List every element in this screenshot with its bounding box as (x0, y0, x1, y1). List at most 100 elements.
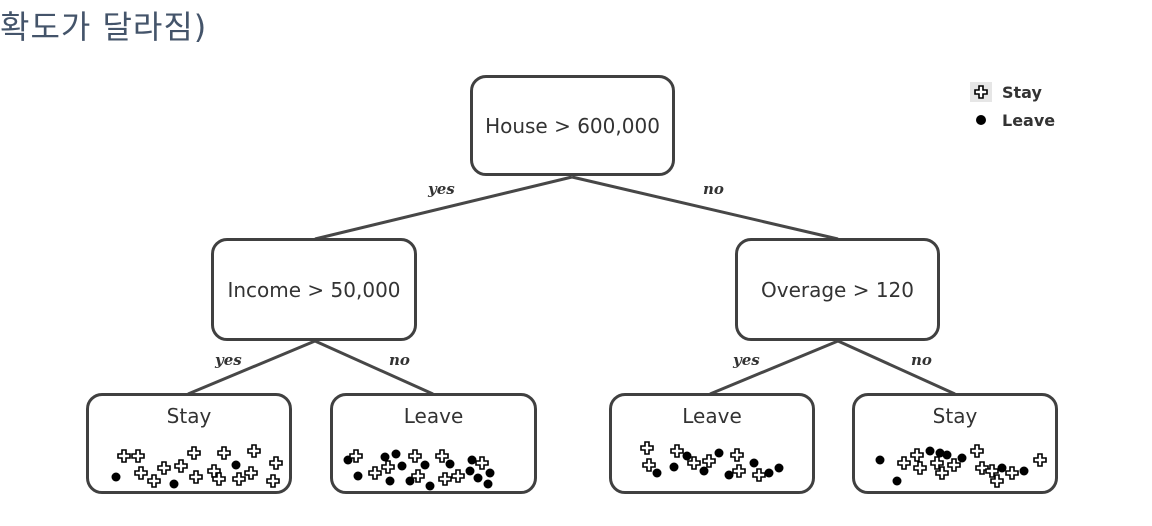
stay-marker (702, 454, 716, 468)
leave-marker (774, 463, 784, 473)
leaf-leave-1: Leave (330, 393, 537, 494)
slide-title: 확도가 달라짐) (0, 8, 208, 46)
stay-marker (189, 470, 203, 484)
stay-marker (269, 456, 283, 470)
stay-marker (438, 472, 452, 486)
stay-marker (349, 449, 363, 463)
edge-label-no: no (703, 180, 724, 198)
stay-marker (408, 449, 422, 463)
plus-icon (970, 82, 992, 102)
stay-marker (147, 474, 161, 488)
leave-marker (957, 453, 967, 463)
legend-label: Stay (1002, 82, 1042, 102)
stay-marker (187, 446, 201, 460)
stay-marker (947, 458, 961, 472)
stay-marker (212, 472, 226, 486)
leave-marker (353, 471, 363, 481)
edge-income-no (314, 339, 434, 396)
leave-marker (749, 458, 759, 468)
stay-marker (975, 461, 989, 475)
leave-marker (935, 448, 945, 458)
leave-marker (483, 479, 493, 489)
leave-marker (485, 468, 495, 478)
stay-marker (131, 449, 145, 463)
stay-marker (411, 469, 425, 483)
stay-marker (435, 449, 449, 463)
leave-marker (465, 466, 475, 476)
stay-marker (475, 456, 489, 470)
edge-label-yes: yes (215, 351, 242, 369)
stay-marker (1033, 453, 1047, 467)
stay-marker (117, 449, 131, 463)
leaf-stay-1: Stay (86, 393, 292, 494)
leave-marker (380, 452, 390, 462)
leave-marker (169, 479, 179, 489)
stay-marker (910, 448, 924, 462)
leave-marker (925, 446, 935, 456)
legend-label: Leave (1002, 110, 1056, 130)
stay-marker (990, 474, 1004, 488)
edge-label-yes: yes (733, 351, 760, 369)
leave-marker (997, 463, 1007, 473)
edge-income-yes (187, 339, 316, 396)
leave-marker (420, 460, 430, 470)
stay-marker (381, 460, 395, 474)
node-overage: Overage > 120 (735, 238, 940, 341)
leaf-leave-2: Leave (609, 393, 815, 494)
stay-marker (687, 456, 701, 470)
leave-marker (714, 448, 724, 458)
leave-marker (1019, 466, 1029, 476)
leave-marker (942, 450, 952, 460)
stay-marker (1005, 466, 1019, 480)
edge-root-right (571, 175, 839, 241)
stay-marker (913, 461, 927, 475)
edge-root-left (314, 175, 573, 241)
stay-marker (232, 472, 246, 486)
stay-marker (247, 444, 261, 458)
stay-marker (752, 468, 766, 482)
stay-marker (157, 461, 171, 475)
stay-marker (897, 456, 911, 470)
leave-marker (699, 466, 709, 476)
leave-marker (231, 460, 241, 470)
stay-marker (266, 474, 280, 488)
stay-marker (134, 466, 148, 480)
leave-marker (467, 455, 477, 465)
stay-marker (985, 464, 999, 478)
stay-marker (935, 466, 949, 480)
edge-overage-no (837, 339, 956, 396)
stay-marker (642, 458, 656, 472)
legend-item-stay: Stay (970, 78, 1055, 106)
leave-marker (724, 470, 734, 480)
leave-marker (385, 476, 395, 486)
stay-marker (368, 466, 382, 480)
leave-marker (473, 473, 483, 483)
legend-item-leave: Leave (970, 106, 1055, 134)
node-income: Income > 50,000 (211, 238, 417, 341)
legend: Stay Leave (970, 78, 1055, 134)
leaf-stay-2: Stay (852, 393, 1058, 494)
stay-marker (217, 446, 231, 460)
leave-marker (397, 461, 407, 471)
stay-marker (730, 448, 744, 462)
leave-marker (875, 455, 885, 465)
edge-label-no: no (911, 351, 932, 369)
leave-marker (652, 468, 662, 478)
stay-marker (640, 441, 654, 455)
stay-marker (732, 464, 746, 478)
stay-marker (670, 444, 684, 458)
stay-marker (174, 459, 188, 473)
edge-overage-yes (709, 339, 839, 396)
node-house: House > 600,000 (470, 75, 675, 176)
leave-marker (111, 472, 121, 482)
stay-marker (930, 456, 944, 470)
leave-marker (682, 451, 692, 461)
edge-label-no: no (389, 351, 410, 369)
leave-marker (892, 476, 902, 486)
leave-marker (445, 459, 455, 469)
stay-marker (970, 444, 984, 458)
leave-marker (764, 468, 774, 478)
stay-marker (244, 466, 258, 480)
